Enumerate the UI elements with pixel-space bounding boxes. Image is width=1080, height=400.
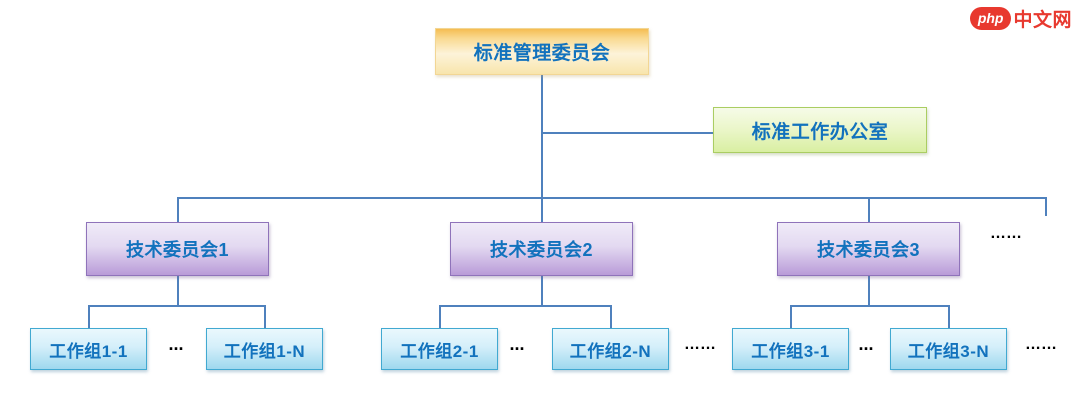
connector-more-committees-stub [1045, 197, 1047, 216]
connector-workgroup1-n-drop [264, 305, 266, 328]
node-technical-committee-3: 技术委员会3 [777, 222, 960, 276]
connector-committee3-children [790, 305, 950, 307]
connector-workgroup3-1-drop [790, 305, 792, 328]
connector-committee1-children [88, 305, 266, 307]
connector-committee2-children [439, 305, 612, 307]
node-workgroup-3-1: 工作组3-1 [732, 328, 849, 370]
node-workgroup-1-n: 工作组1-N [206, 328, 323, 370]
connector-office-branch [541, 132, 713, 134]
workgroup3-ellipsis: ... [858, 334, 874, 354]
connector-committee1-stub [177, 276, 179, 307]
connector-workgroup2-1-drop [439, 305, 441, 328]
connector-workgroup1-1-drop [88, 305, 90, 328]
connector-workgroup3-n-drop [948, 305, 950, 328]
workgroup1-ellipsis: ... [168, 334, 184, 354]
more-committees-ellipsis: …… [990, 225, 1022, 242]
workgroup2-ellipsis: ... [509, 334, 525, 354]
node-workgroup-1-1: 工作组1-1 [30, 328, 147, 370]
connector-committee3-drop [868, 197, 870, 223]
connector-committee1-drop [177, 197, 179, 223]
connector-main-horizontal [177, 197, 1047, 199]
node-technical-committee-2: 技术委员会2 [450, 222, 633, 276]
php-logo-badge: php [970, 8, 1011, 29]
node-workgroup-3-n: 工作组3-N [890, 328, 1007, 370]
connector-committee2-stub [541, 276, 543, 307]
workgroup3-trailing-ellipsis: …… [1025, 336, 1057, 353]
node-standards-work-office: 标准工作办公室 [713, 107, 927, 153]
node-standards-management-committee: 标准管理委员会 [435, 28, 649, 75]
node-workgroup-2-1: 工作组2-1 [381, 328, 498, 370]
node-workgroup-2-n: 工作组2-N [552, 328, 669, 370]
php-cn-logo: php 中文网 [970, 5, 1072, 32]
connector-workgroup2-n-drop [610, 305, 612, 328]
node-technical-committee-1: 技术委员会1 [86, 222, 269, 276]
connector-root-vertical [541, 75, 543, 223]
php-cn-wordmark: 中文网 [1013, 10, 1072, 31]
workgroup2-trailing-ellipsis: …… [684, 336, 716, 353]
connector-committee3-stub [868, 276, 870, 307]
